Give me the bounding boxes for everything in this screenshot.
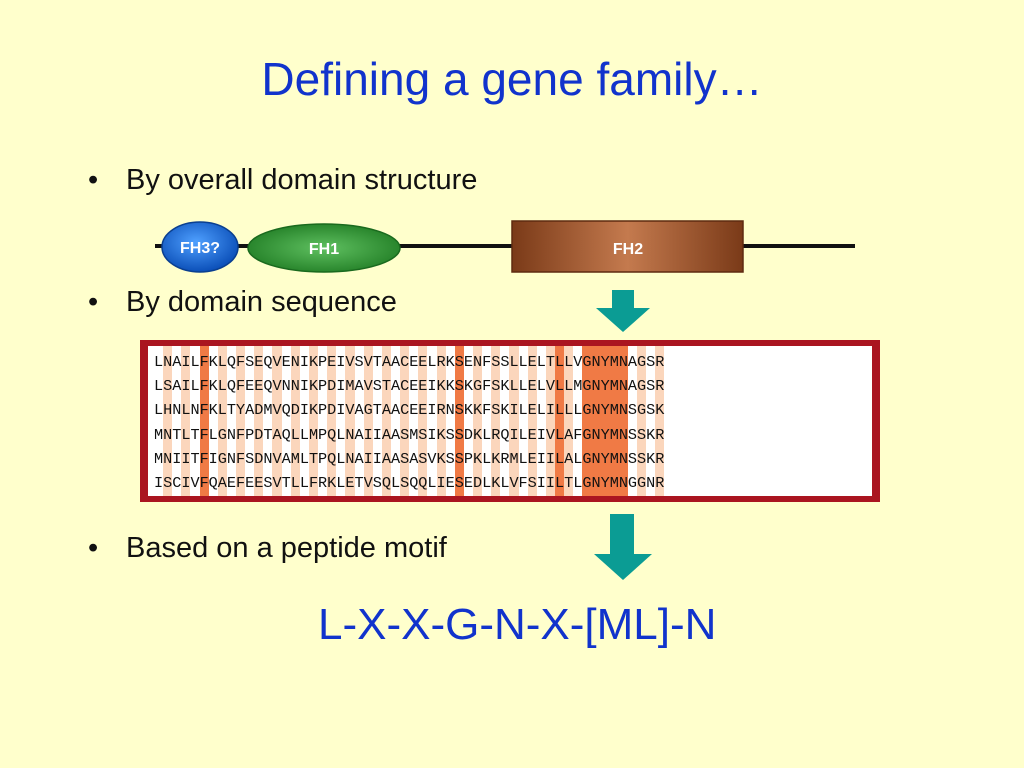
alignment-column-highlight xyxy=(509,346,519,496)
sequence-alignment: LNAILFKLQFSEQVENIKPEIVSVTAACEELRKSENFSSL… xyxy=(140,340,880,502)
alignment-column-highlight xyxy=(363,346,373,496)
alignment-column-highlight xyxy=(345,346,355,496)
slide-title: Defining a gene family… xyxy=(261,53,763,105)
alignment-column-highlight xyxy=(545,346,555,496)
alignment-column-highlight xyxy=(217,346,227,496)
alignment-row: MNIITFIGNFSDNVAMLTPQLNAIIAASASVKSSPKLKRM… xyxy=(154,449,665,468)
alignment-column-highlight xyxy=(272,346,282,496)
alignment-row: ISCIVFQAEFEESVTLLFRKLETVSQLSQQLIESEDLKLV… xyxy=(154,474,665,493)
bullet-mark: • xyxy=(88,164,99,196)
fh1-label: FH1 xyxy=(309,241,339,258)
alignment-column-highlight xyxy=(591,346,601,496)
alignment-rows: LNAILFKLQFSEQVENIKPEIVSVTAACEELRKSENFSSL… xyxy=(154,350,664,495)
alignment-row: LNAILFKLQFSEQVENIKPEIVSVTAACEELRKSENFSSL… xyxy=(154,353,665,371)
alignment-column-highlight xyxy=(582,346,592,496)
bullet-mark: • xyxy=(88,286,99,318)
alignment-column-highlight xyxy=(308,346,319,496)
domain-structure-diagram: FH3? FH1 FH2 xyxy=(155,220,855,332)
alignment-column-highlight xyxy=(290,346,300,496)
alignment-panel: LNAILFKLQFSEQVENIKPEIVSVTAACEELRKSENFSSL… xyxy=(148,346,872,496)
bullet-domain-sequence: • By domain sequence xyxy=(88,286,397,319)
alignment-column-highlight xyxy=(236,346,246,496)
bullet-text: By domain sequence xyxy=(126,286,397,318)
alignment-row: LHNLNFKLTYADMVQDIKPDIVAGTAACEEIRNSKKFSKI… xyxy=(154,401,665,420)
fh3-domain: FH3? xyxy=(161,221,239,273)
alignment-row: MNTLTFLGNFPDTAQLLMPQLNAIIAASMSIKSSDKLRQI… xyxy=(154,425,665,444)
alignment-column-highlight xyxy=(472,346,483,496)
alignment-column-highlight xyxy=(564,346,574,496)
down-arrow-icon xyxy=(594,514,652,580)
alignment-column-highlight xyxy=(527,346,537,496)
alignment-column-highlight xyxy=(655,346,665,496)
alignment-column-highlight xyxy=(436,346,446,496)
bullet-domain-structure: • By overall domain structure xyxy=(88,164,477,197)
bullet-mark: • xyxy=(88,532,99,564)
alignment-column-highlight xyxy=(327,346,337,496)
fh2-domain: FH2 xyxy=(511,220,744,273)
alignment-column-highlight xyxy=(381,346,391,496)
alignment-column-highlight xyxy=(491,346,501,496)
alignment-column-highlight xyxy=(555,346,565,496)
alignment-column-highlight xyxy=(609,346,619,496)
bullet-text: Based on a peptide motif xyxy=(126,532,447,564)
alignment-column-highlight xyxy=(400,346,410,496)
bullet-peptide-motif: • Based on a peptide motif xyxy=(88,532,447,565)
alignment-column-highlight xyxy=(163,346,173,496)
peptide-motif: L-X-X-G-N-X-[ML]-N xyxy=(318,600,717,649)
fh1-domain: FH1 xyxy=(247,223,401,273)
bullet-text: By overall domain structure xyxy=(126,164,478,196)
alignment-column-highlight xyxy=(618,346,628,496)
alignment-column-highlight xyxy=(454,346,464,496)
alignment-column-highlight xyxy=(199,346,209,496)
alignment-column-highlight xyxy=(637,346,647,496)
alignment-column-highlight xyxy=(418,346,428,496)
fh2-label: FH2 xyxy=(613,241,643,258)
down-arrow-icon xyxy=(596,290,650,332)
alignment-column-highlight xyxy=(181,346,191,496)
alignment-column-highlight xyxy=(600,346,610,496)
alignment-row: LSAILFKLQFEEQVNNIKPDIMAVSTACEEIKKSKGFSKL… xyxy=(154,377,665,396)
alignment-column-highlight xyxy=(254,346,264,496)
fh3-label: FH3? xyxy=(180,240,220,257)
